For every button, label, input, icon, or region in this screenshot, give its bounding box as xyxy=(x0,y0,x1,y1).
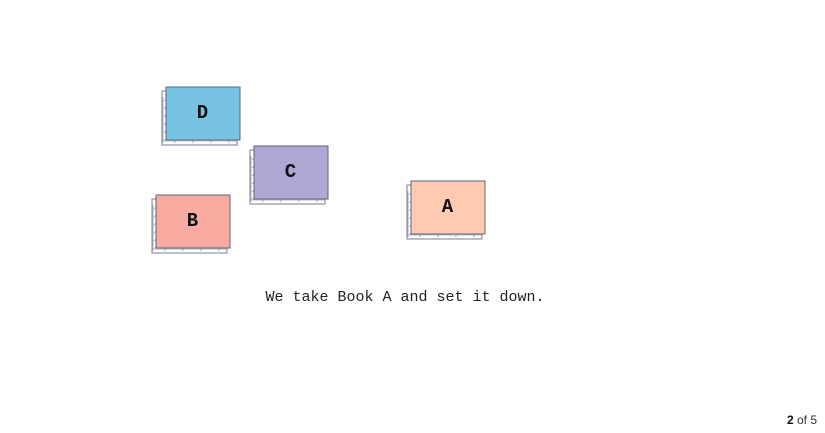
page-indicator: 2 of 5 xyxy=(787,413,817,427)
book-a-shape xyxy=(406,180,486,240)
book-d-shape xyxy=(161,86,241,146)
book-d-label: D xyxy=(196,102,209,124)
page-separator: of xyxy=(793,413,811,427)
book-c: C xyxy=(249,145,329,205)
step-caption: We take Book A and set it down. xyxy=(265,289,545,306)
book-b-label: B xyxy=(186,210,199,232)
book-d: D xyxy=(161,86,241,146)
page-total: 5 xyxy=(810,413,817,427)
page-current: 2 xyxy=(786,413,794,427)
book-a-label: A xyxy=(441,196,454,218)
book-b: B xyxy=(151,194,231,254)
book-c-label: C xyxy=(284,161,297,183)
book-c-shape xyxy=(249,145,329,205)
book-a: A xyxy=(406,180,486,240)
book-b-shape xyxy=(151,194,231,254)
